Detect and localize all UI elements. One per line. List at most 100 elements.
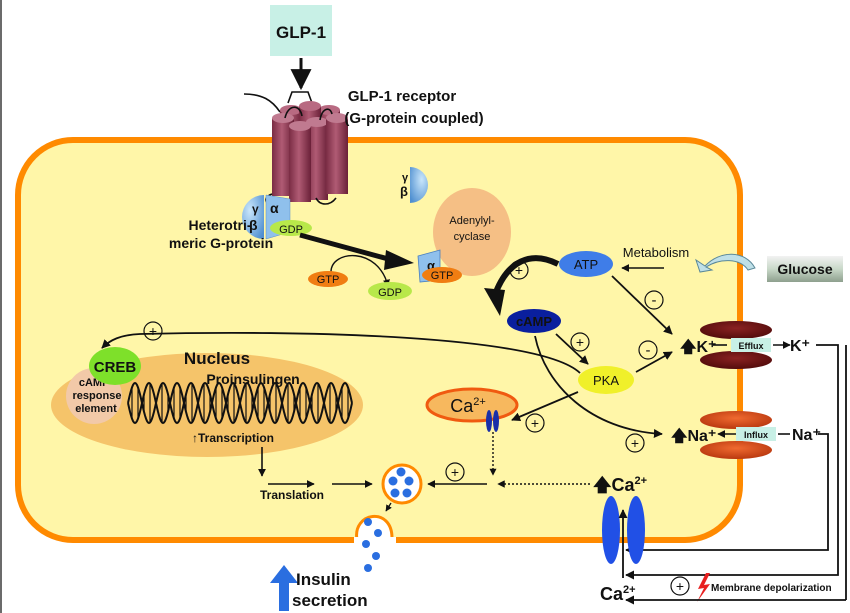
plus-sign-na-text: + — [631, 435, 639, 451]
k-inside-label: 🡅K⁺ — [680, 338, 716, 356]
gtp-free — [308, 271, 348, 287]
camp-to-pka-arrow — [555, 333, 589, 365]
ca-store-channel — [486, 410, 499, 432]
gtp-bound-label: GTP — [431, 270, 454, 282]
pka-to-ca-store-arrow — [511, 391, 579, 421]
glucose-box — [767, 256, 843, 282]
plus-sign-ca-store-text: + — [531, 415, 539, 431]
creb-node — [89, 347, 141, 385]
receptor-label-line2: (G-protein coupled) — [344, 110, 483, 127]
g-protein-label-line2: meric G-protein — [169, 235, 273, 251]
na-channel-top — [700, 411, 772, 429]
receptor-label-line1: GLP-1 receptor — [348, 88, 457, 105]
transcription-up-arrow: ↑ — [192, 431, 198, 445]
granule-to-exocytosis-arrow — [385, 502, 392, 512]
na-up-arrow: 🡅 — [671, 427, 688, 445]
influx-label: Influx — [744, 430, 768, 440]
adenylyl-cyclase — [433, 188, 511, 276]
cre-line2: response — [73, 390, 122, 402]
camp-label: cAMP — [516, 314, 552, 329]
minus-sign-pka-k — [638, 340, 658, 360]
pka-inhibits-k-arrow — [635, 351, 673, 373]
minus-sign-pka-k-text: - — [646, 342, 651, 359]
gtp-free-label: GTP — [317, 274, 340, 286]
translation-label: Translation — [260, 488, 324, 502]
gdp-released — [368, 282, 412, 300]
minus-sign-atp-k — [644, 290, 664, 310]
dna-strand-2 — [127, 381, 353, 425]
plus-sign-granule — [445, 462, 465, 482]
k-atp-channel-bottom — [700, 351, 772, 369]
nucleus-label: Nucleus — [184, 349, 250, 368]
glp1-ligand-label: GLP-1 — [276, 23, 326, 42]
plus-sign-camp-pka-text: + — [576, 334, 584, 350]
gdp-bound — [270, 220, 312, 236]
camp-to-na-arrow — [534, 335, 663, 439]
glp1-ligand-box — [270, 5, 332, 56]
k-up-arrow: 🡅 — [680, 338, 697, 356]
metabolism-label: Metabolism — [623, 245, 689, 260]
insulin-secretion-up-arrow — [270, 565, 298, 611]
na-outside-label: Na⁺ — [792, 427, 821, 444]
cre-line3: element — [75, 403, 117, 415]
glp1-receptor — [243, 91, 348, 205]
left-frame-edge — [0, 0, 2, 613]
insulin-secretion-line2: secretion — [292, 591, 368, 610]
gtp-bound — [422, 267, 462, 283]
svg-text:γ: γ — [252, 202, 259, 216]
svg-text:β: β — [400, 184, 408, 199]
ca-up-arrow: 🡅 — [593, 475, 612, 495]
plus-sign-atp-camp — [509, 260, 529, 280]
insulin-molecules — [388, 467, 414, 498]
na-inside-label: 🡅Na⁺ — [671, 427, 716, 445]
plus-sign-camp-pka — [570, 332, 590, 352]
gdp-released-label: GDP — [378, 287, 402, 299]
ca-inside-label: 🡅Ca2+ — [593, 475, 647, 495]
ca-channel-right — [627, 496, 645, 564]
ca-outside-label: Ca2+ — [600, 584, 636, 604]
pka-node — [578, 366, 634, 394]
adenylyl-cyclase-line2: cyclase — [454, 231, 491, 243]
adenylyl-cyclase-line1: Adenylyl- — [449, 215, 495, 227]
k-to-depolarization-line — [625, 344, 839, 580]
ca-channel-left — [602, 496, 620, 564]
gtp-gdp-exchange-arrow — [330, 254, 390, 287]
svg-text:α: α — [270, 200, 279, 216]
secreted-insulin — [362, 518, 382, 572]
plus-sign-ca-store — [525, 413, 545, 433]
pka-to-creb-arrow — [101, 331, 581, 374]
depolarization-label: Membrane depolarization — [711, 583, 832, 594]
influx-box — [736, 427, 776, 441]
creb-label: CREB — [94, 359, 137, 376]
atp-label: ATP — [574, 257, 598, 272]
k-outside-label: K⁺ — [790, 338, 810, 355]
k-atp-channel-top — [700, 321, 772, 339]
transcription-label: ↑Transcription — [192, 431, 274, 445]
glucose-uptake-arrow — [695, 253, 756, 273]
plus-sign-depolarization — [670, 576, 690, 596]
lightning-bolt-icon — [697, 573, 710, 602]
atp-inhibits-k-arrow — [611, 275, 673, 335]
insulin-secretion-line1: Insulin — [296, 570, 351, 589]
plus-sign-depolarization-text: + — [676, 578, 684, 594]
svg-text:β: β — [249, 217, 258, 233]
plus-sign-granule-text: + — [451, 464, 459, 480]
g-alpha-activation-arrow — [299, 232, 393, 263]
svg-text:γ: γ — [402, 172, 409, 184]
minus-sign-atp-k-text: - — [652, 292, 657, 309]
pka-label: PKA — [593, 373, 619, 388]
na-to-depolarization-line — [625, 433, 829, 555]
plus-sign-atp-camp-text: + — [515, 262, 523, 278]
g-protein-label-line1: Heterotri- — [188, 217, 251, 233]
ca-store-label: Ca2+ — [450, 396, 486, 416]
exocytosis-vesicle — [355, 514, 394, 541]
free-beta-gamma-subunit: γ β — [400, 167, 428, 203]
plus-sign-creb-text: + — [149, 323, 157, 339]
efflux-label: Efflux — [738, 341, 763, 351]
efflux-box — [731, 338, 771, 352]
na-channel-bottom — [700, 441, 772, 459]
plus-sign-na — [625, 433, 645, 453]
g-alpha-symbol: α — [427, 258, 435, 273]
glucose-label: Glucose — [777, 261, 832, 277]
